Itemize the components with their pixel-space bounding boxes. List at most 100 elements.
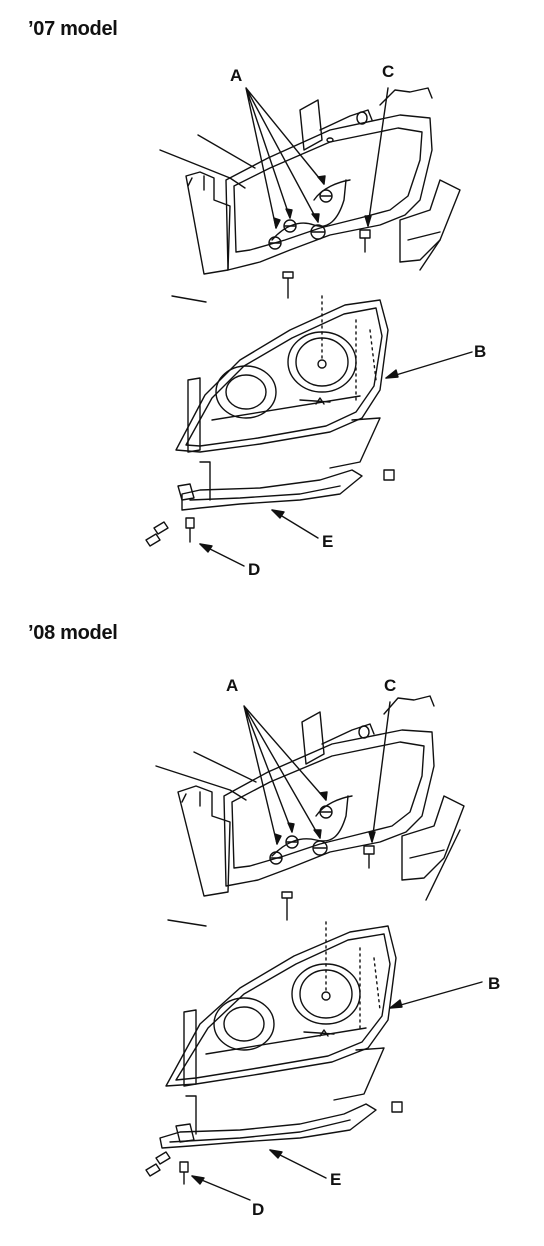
leader-b [390,982,482,1008]
adjuster-knob [357,112,367,124]
dotted-guide [360,948,380,1032]
body-bracket [186,172,230,274]
housing-frame [234,128,422,252]
mounting-bolt [282,892,292,920]
side-bracket [410,850,444,858]
bulb-socket [286,836,298,848]
housing-frame [226,115,432,270]
side-bracket [420,240,440,270]
model-08-title: ’08 model [28,622,118,644]
mounting-bolt [360,230,370,252]
leader-c [372,702,390,842]
model-07-section: ’07 model [0,0,544,610]
arrowhead-a [275,792,327,844]
bulb-socket [313,841,327,855]
socket-detail [270,196,331,243]
socket-wire [272,180,346,240]
low-beam-reflector [224,1007,264,1041]
callout-a: A [226,676,239,695]
callout-a: A [230,66,243,85]
housing-frame [302,712,324,764]
model-08-headlight-diagram [0,610,544,1246]
model-08-section: ’08 model [0,610,544,1246]
arrowhead-d [200,544,212,552]
bolt-d [180,1162,188,1184]
bulb-socket [284,220,296,232]
callout-b: B [488,974,501,993]
callout-c: C [384,676,397,695]
arrowhead-e [270,1150,282,1158]
housing-frame [300,100,322,150]
leader-a [244,706,326,844]
side-bracket [408,232,440,240]
mount-bracket-e [182,470,362,510]
low-beam-reflector [226,375,266,409]
callout-e: E [330,1170,342,1189]
bolt-side [384,470,394,480]
adjuster-knob [359,726,369,738]
high-beam-reflector [292,964,360,1024]
leader-b [386,352,472,378]
headlight-lens [166,926,396,1086]
bumper-line [168,920,206,926]
side-bracket [400,180,460,262]
body-bracket [178,786,230,896]
callout-e: E [322,532,334,551]
arrowhead-d [192,1176,204,1184]
callout-d: D [248,560,261,579]
bulb-center [322,992,330,1000]
lower-support [186,1096,196,1134]
adjuster-knob [327,138,333,142]
arrowhead-c [369,832,375,842]
model-07-headlight-diagram [0,0,544,610]
lower-support [184,1010,196,1086]
high-beam-reflector [288,332,356,392]
lower-support [200,462,210,500]
bulb-socket [320,806,332,818]
lens-detail [212,396,360,420]
housing-frame [232,742,424,868]
mounting-bolt [364,846,374,868]
model-07-title: ’07 model [28,18,118,40]
headlight-lens [176,300,388,452]
bulb-socket [269,237,281,249]
dotted-guide [356,320,376,400]
socket-wire [316,796,352,816]
arrowhead-a [274,176,325,228]
bulb-center [318,360,326,368]
bolt-side [392,1102,402,1112]
bolt-side [146,522,168,546]
fender-line [160,150,245,188]
mount-bracket-e [170,1120,350,1142]
lower-support [334,1048,384,1100]
mounting-bolt [283,272,293,298]
callout-d: D [252,1200,265,1219]
arrowhead-e [272,510,284,518]
fender-line [198,135,255,168]
low-beam-reflector [214,998,274,1050]
wiring-line [384,696,434,714]
bolt-d [186,518,194,542]
body-bracket [188,176,204,190]
callout-b: B [474,342,487,361]
arrowhead-b [390,1000,402,1008]
leader-a [246,88,324,228]
leader-c [368,88,388,226]
socket-wire [314,180,350,200]
mount-bracket-e [176,1124,194,1142]
arrowhead-b [386,370,398,378]
mount-bracket-e [190,486,340,500]
bolt-side [146,1152,170,1176]
low-beam-reflector [216,366,276,418]
bumper-line [172,296,206,302]
side-bracket [426,830,460,900]
side-bracket [402,796,464,880]
lens-detail [206,1028,366,1054]
socket-detail [271,812,331,858]
lower-support [188,378,200,452]
lower-support [330,418,380,468]
bulb-socket [311,225,325,239]
callout-c: C [382,62,395,81]
arrowhead-c [365,216,371,226]
mount-bracket-e [160,1104,376,1148]
